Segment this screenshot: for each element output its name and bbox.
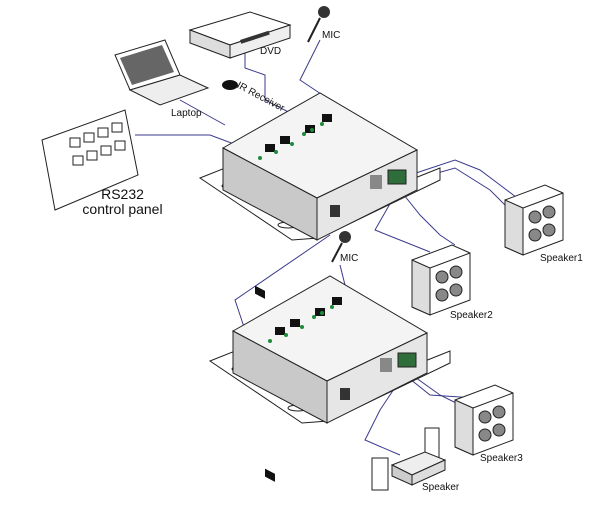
ir-receiver-icon	[222, 80, 238, 90]
dvd-player	[188, 11, 292, 59]
speaker-label: Speaker	[422, 482, 460, 493]
mic-bottom-icon	[331, 231, 351, 263]
speaker2	[411, 244, 471, 316]
small-speaker-system	[371, 427, 447, 491]
laptop-label: Laptop	[171, 108, 202, 119]
mic-top-icon	[307, 6, 330, 43]
mic-bottom-label: MIC	[340, 253, 359, 264]
speaker3-label: Speaker3	[480, 453, 523, 464]
mic-top-label: MIC	[322, 30, 341, 41]
rs232-panel-label: RS232 control panel	[70, 187, 175, 217]
rs232-label-line2: control panel	[82, 201, 163, 217]
dvd-label: DVD	[260, 46, 282, 57]
speaker2-label: Speaker2	[450, 310, 493, 321]
rs232-control-panel	[41, 109, 139, 211]
speaker1-label: Speaker1	[540, 253, 583, 264]
laptop	[114, 39, 210, 106]
rs232-label-line1: RS232	[101, 186, 144, 202]
speaker3	[454, 384, 514, 456]
amplifier-unit-1	[199, 92, 441, 300]
